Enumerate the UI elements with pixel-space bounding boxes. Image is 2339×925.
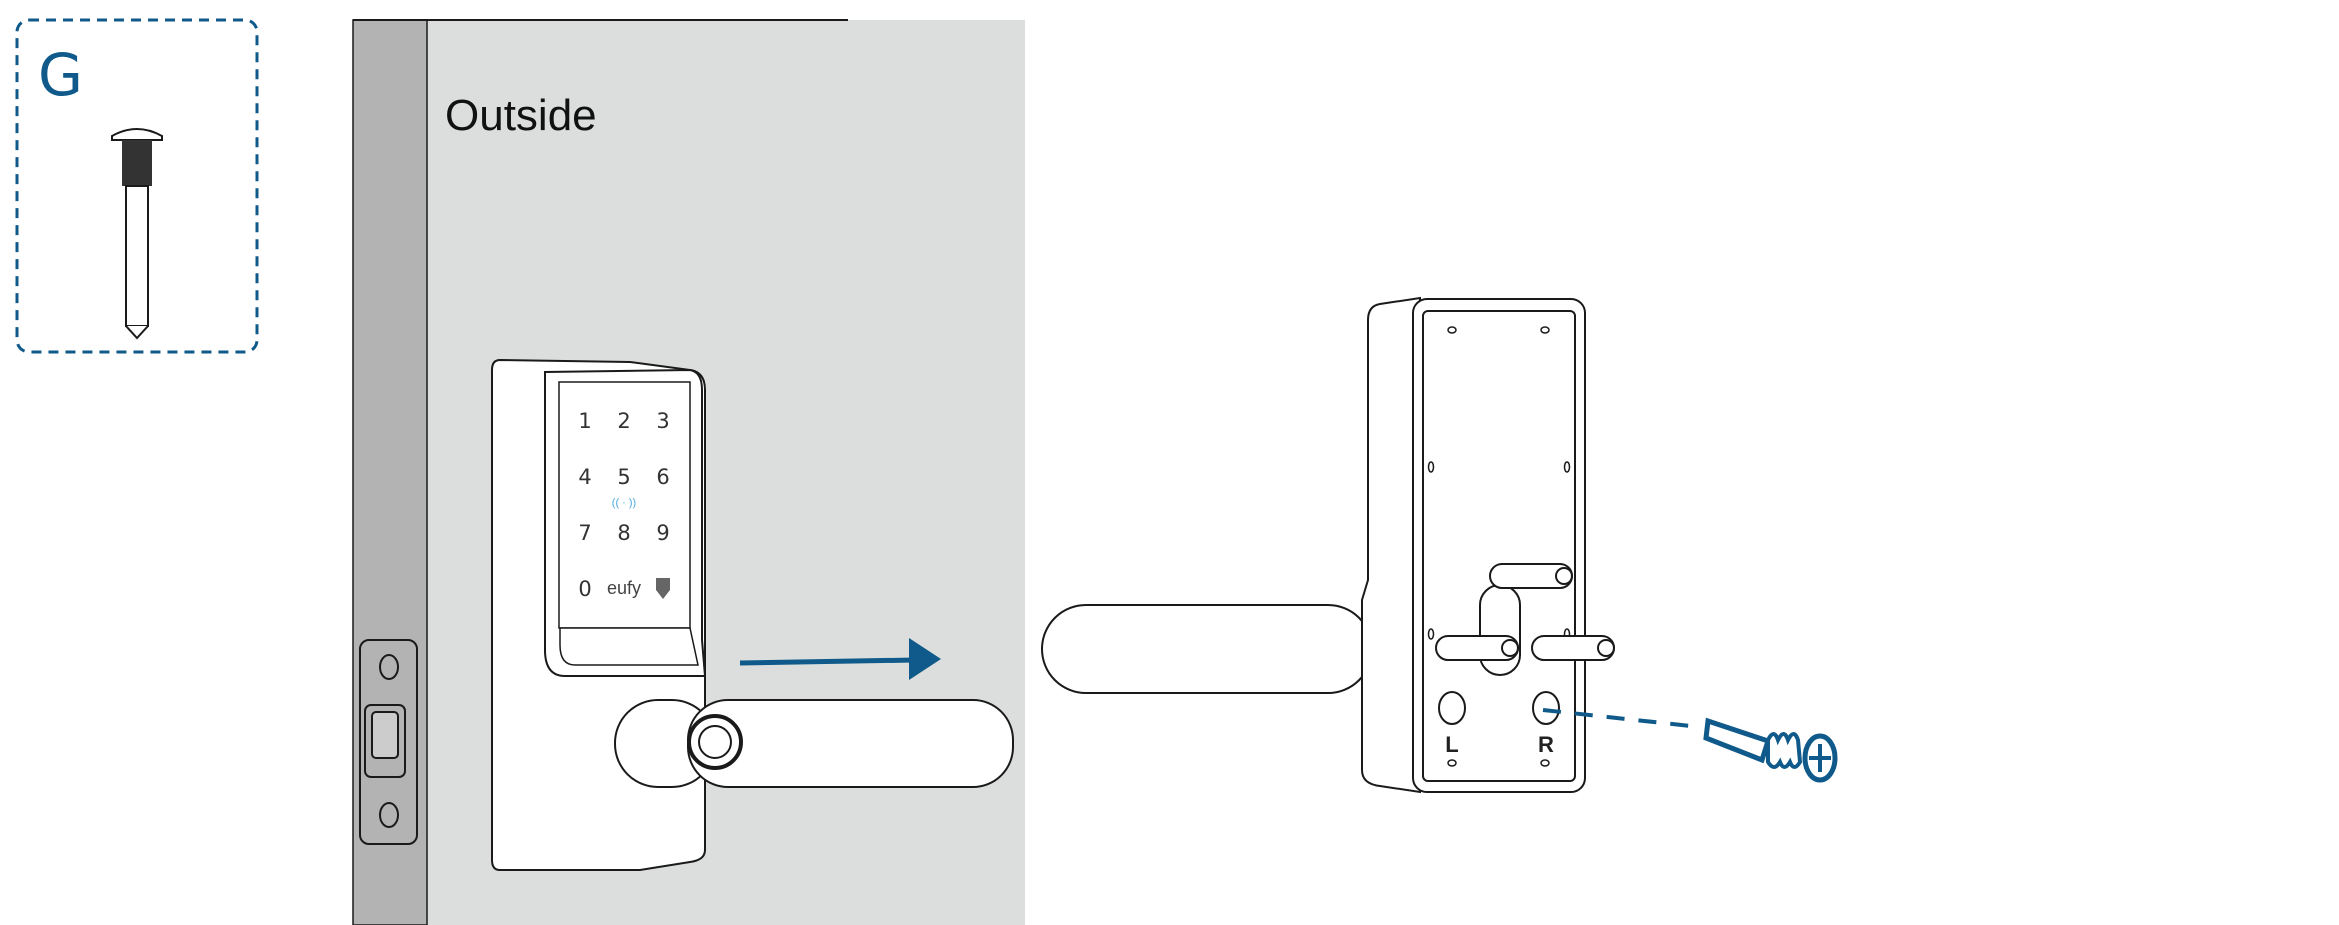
part-g-box: G (15, 18, 259, 354)
brand-logo: eufy (607, 578, 641, 598)
key-3: 3 (656, 409, 669, 433)
keypad: 1 2 3 4 5 6 (( · )) 7 8 9 0 eufy (578, 409, 670, 601)
phillips-screw-icon (1542, 708, 1838, 783)
shield-check-icon (656, 578, 670, 599)
part-label: G (38, 41, 83, 109)
key-9: 9 (656, 521, 669, 545)
nfc-icon: (( · )) (612, 497, 636, 509)
key-1: 1 (578, 409, 591, 433)
front-lock: 1 2 3 4 5 6 (( · )) 7 8 9 0 eufy (491, 358, 1014, 871)
key-4: 4 (578, 465, 591, 489)
key-5: 5 (617, 465, 630, 489)
outside-label: Outside (445, 91, 597, 140)
key-2: 2 (617, 409, 630, 433)
key-6: 6 (656, 465, 669, 489)
key-8: 8 (617, 521, 630, 545)
pin-screw-icon (111, 128, 163, 340)
back-lock: L R (1041, 296, 1615, 794)
right-hand-label: R (1538, 732, 1554, 757)
arrow-right-icon (739, 638, 941, 680)
latch-strike-plate (359, 639, 418, 845)
lever-handle (614, 699, 1014, 788)
fingerprint-sensor-icon (687, 714, 743, 770)
left-hand-label: L (1445, 732, 1458, 757)
key-0: 0 (578, 577, 591, 601)
key-7: 7 (578, 521, 591, 545)
